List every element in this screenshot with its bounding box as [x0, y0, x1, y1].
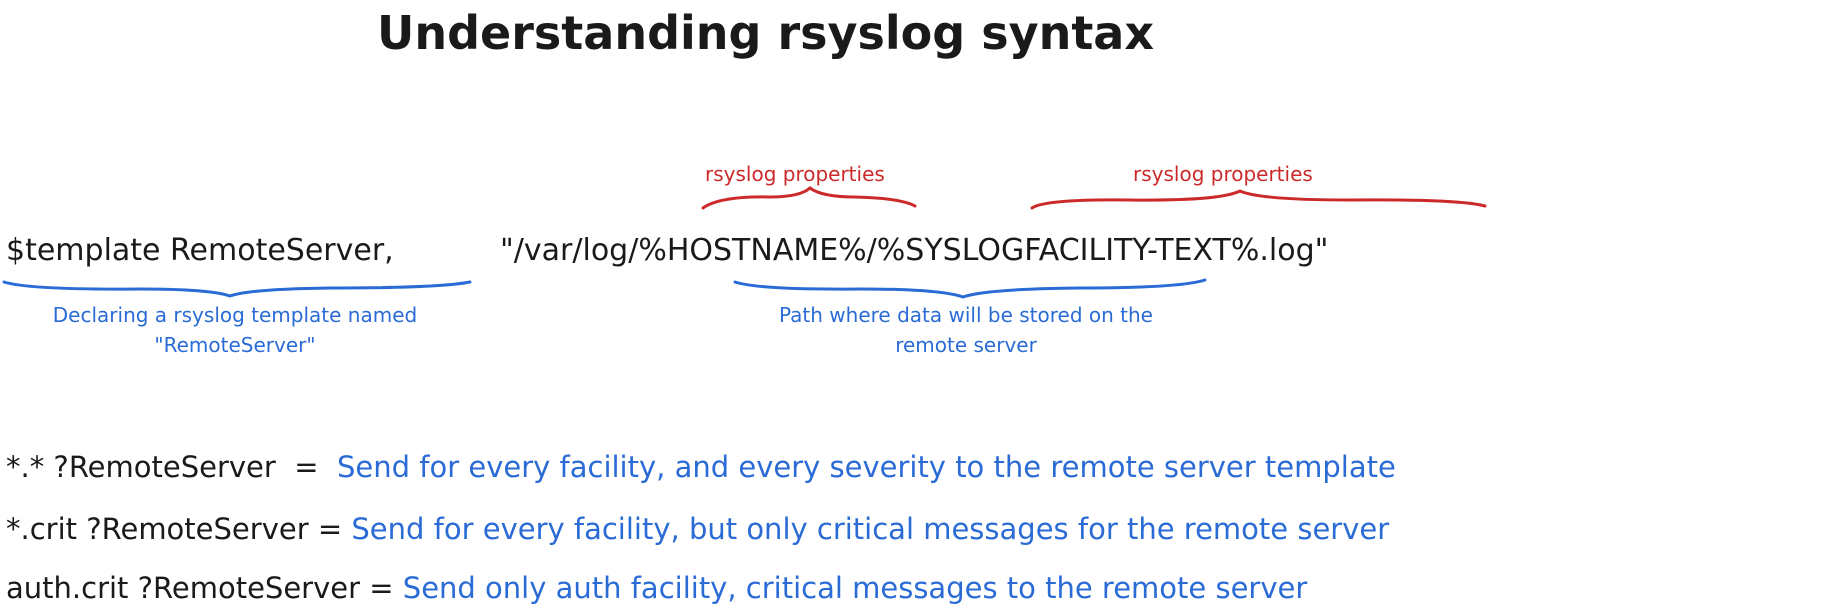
- rule-selector: *.* ?RemoteServer: [6, 450, 276, 484]
- rule-description: Send only auth facility, critical messag…: [402, 571, 1308, 605]
- path-annotation: Path where data will be stored on the re…: [716, 300, 1216, 360]
- declaration-annotation: Declaring a rsyslog template named "Remo…: [0, 300, 470, 360]
- path-annotation-line-2: remote server: [895, 333, 1037, 357]
- rule-description: Send for every facility, but only critic…: [351, 512, 1390, 546]
- template-declaration: $template RemoteServer,: [6, 233, 394, 268]
- rule-selector: auth.crit ?RemoteServer: [6, 571, 361, 605]
- red-brace-facility: [1030, 189, 1487, 210]
- rule-equals: =: [369, 571, 394, 605]
- path-annotation-line-1: Path where data will be stored on the: [779, 303, 1153, 327]
- rule-description: Send for every facility, and every sever…: [337, 450, 1396, 484]
- rsyslog-properties-label-hostname: rsyslog properties: [705, 162, 885, 186]
- rule-equals: =: [294, 450, 319, 484]
- blue-brace-path: [733, 278, 1207, 299]
- blue-brace-declaration: [2, 280, 472, 298]
- rule-row: *.crit ?RemoteServer = Send for every fa…: [6, 512, 1389, 546]
- page-title: Understanding rsyslog syntax: [377, 6, 1155, 60]
- red-brace-hostname: [701, 186, 917, 210]
- rsyslog-properties-label-facility: rsyslog properties: [1133, 162, 1313, 186]
- declaration-annotation-line-1: Declaring a rsyslog template named: [52, 303, 418, 327]
- declaration-annotation-line-2: "RemoteServer": [154, 333, 316, 357]
- template-path: "/var/log/%HOSTNAME%/%SYSLOGFACILITY-TEX…: [500, 233, 1329, 268]
- rule-equals: =: [317, 512, 343, 546]
- rule-selector: *.crit ?RemoteServer: [6, 512, 309, 546]
- rule-row: *.* ?RemoteServer = Send for every facil…: [6, 450, 1396, 484]
- rule-row: auth.crit ?RemoteServer = Send only auth…: [6, 571, 1307, 605]
